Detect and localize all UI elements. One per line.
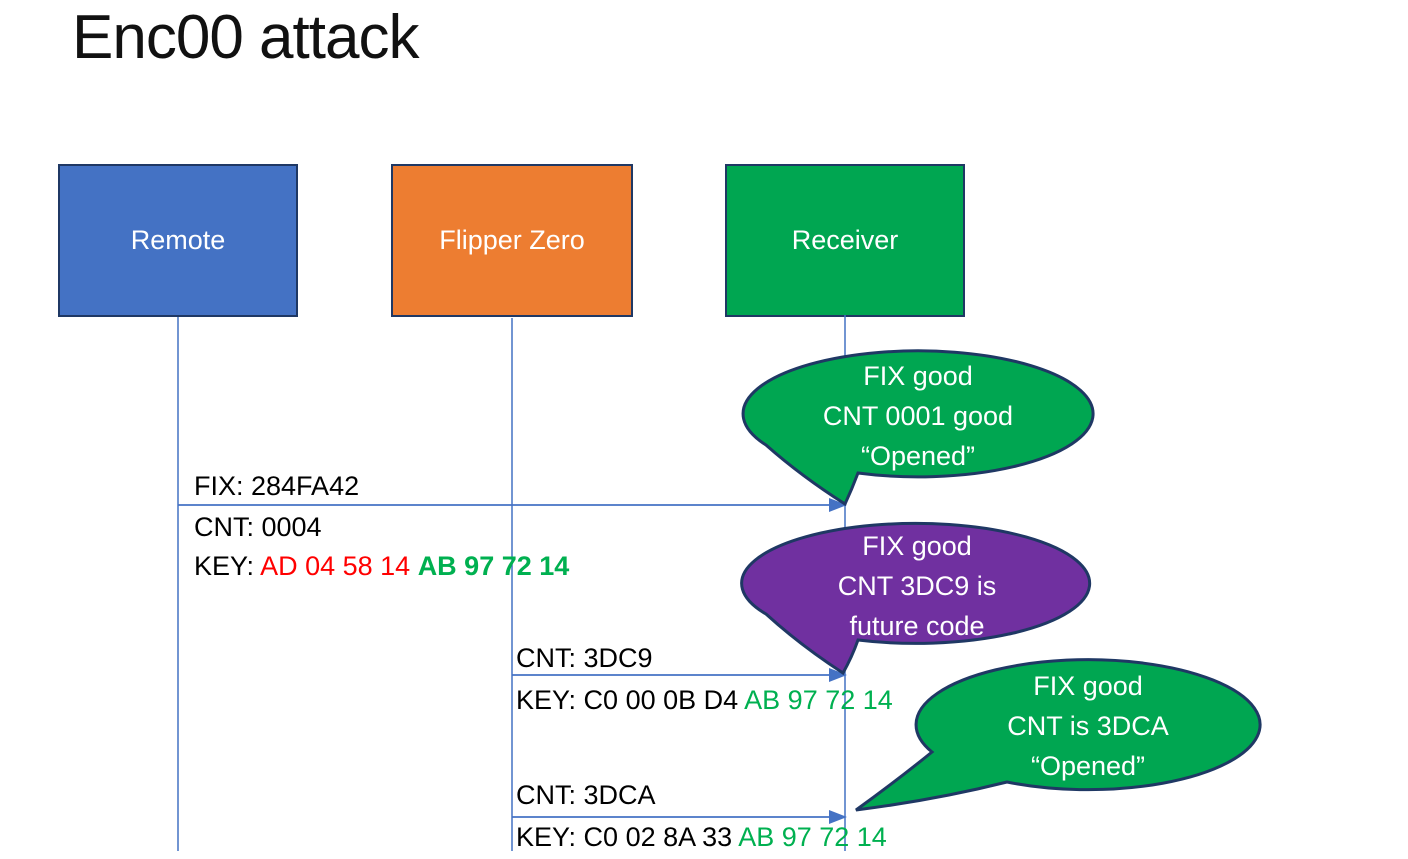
key-black-bytes: C0 00 0B D4 xyxy=(583,685,745,715)
actor-label-receiver: Receiver xyxy=(791,225,899,255)
message-2-key-label: KEY: C0 00 0B D4 AB 97 72 14 xyxy=(516,685,893,715)
message-1-fix-label: FIX: 284FA42 xyxy=(194,471,360,501)
message-arrow-remote-to-receiver xyxy=(178,498,847,512)
key-green-bytes: AB 97 72 14 xyxy=(738,822,887,852)
actor-label-remote: Remote xyxy=(130,225,226,255)
speech-bubble-3-text: FIX good CNT is 3DCA “Opened” xyxy=(1007,671,1169,781)
message-arrow-flipper-to-receiver-1 xyxy=(512,668,847,682)
key-black-bytes: C0 02 8A 33 xyxy=(583,822,739,852)
message-2-cnt-label: CNT: 3DC9 xyxy=(516,643,653,673)
message-1-key-label: KEY: AD 04 58 14 AB 97 72 14 xyxy=(194,551,570,581)
speech-bubble-1-text: FIX good CNT 0001 good “Opened” xyxy=(822,361,1014,471)
message-arrow-flipper-to-receiver-2 xyxy=(512,810,847,824)
slide-title: Enc00 attack xyxy=(72,3,419,72)
speech-bubble-2-text: FIX good CNT 3DC9 is future code xyxy=(837,531,997,641)
message-1-cnt-label: CNT: 0004 xyxy=(194,512,322,542)
key-green-bytes: AB 97 72 14 xyxy=(417,551,570,581)
actor-box-remote[interactable]: Remote xyxy=(58,164,298,317)
arrowhead-icon xyxy=(829,668,847,682)
message-3-cnt-label: CNT: 3DCA xyxy=(516,780,656,810)
arrowhead-icon xyxy=(829,498,847,512)
key-red-bytes: AD 04 58 14 xyxy=(260,551,418,581)
actor-box-flipper-zero[interactable]: Flipper Zero xyxy=(391,164,633,317)
speech-bubble-3-shape[interactable] xyxy=(855,658,1262,812)
speech-bubble-1-shape[interactable] xyxy=(741,349,1095,507)
message-3-key-label: KEY: C0 02 8A 33 AB 97 72 14 xyxy=(516,822,887,852)
actor-label-flipper-zero: Flipper Zero xyxy=(439,225,585,255)
key-green-bytes: AB 97 72 14 xyxy=(744,685,893,715)
actor-box-receiver[interactable]: Receiver xyxy=(725,164,965,317)
speech-bubble-2-shape[interactable] xyxy=(740,521,1092,676)
arrowhead-icon xyxy=(829,810,847,824)
